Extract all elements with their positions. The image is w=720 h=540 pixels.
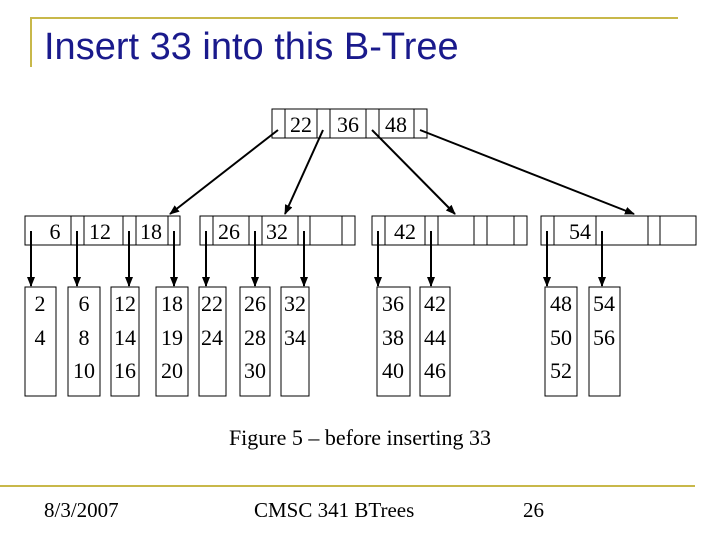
leaf2-value-2: 8 xyxy=(79,325,90,350)
frame-bottom-rule xyxy=(0,485,695,487)
leaf-11: 54 56 xyxy=(588,286,621,397)
leaf9-value-1: 42 xyxy=(424,291,446,316)
leaf8-value-1: 36 xyxy=(382,291,404,316)
internal-node-1: 6 12 18 xyxy=(24,215,181,246)
leaf5-value-1: 22 xyxy=(201,291,223,316)
arrow-root-to-node4 xyxy=(419,129,635,215)
arrow-root-to-node2 xyxy=(284,129,324,215)
leaf10-value-3: 52 xyxy=(550,358,572,383)
leaf11-value-1: 54 xyxy=(593,291,615,316)
leaf9-value-2: 44 xyxy=(424,325,446,350)
slide-title: Insert 33 into this B-Tree xyxy=(44,26,459,68)
node1-key-3: 18 xyxy=(140,219,162,244)
leaf-10: 48 50 52 xyxy=(544,286,578,397)
leaf-8: 36 38 40 xyxy=(376,286,411,397)
leaf3-value-1: 12 xyxy=(114,291,136,316)
node4-key-1: 54 xyxy=(569,219,591,244)
leaf11-value-2: 56 xyxy=(593,325,615,350)
leaf-3: 12 14 16 xyxy=(110,286,140,397)
leaf10-value-2: 50 xyxy=(550,325,572,350)
leaf-6: 26 28 30 xyxy=(239,286,271,397)
leaf6-value-2: 28 xyxy=(244,325,266,350)
node2-key-1: 26 xyxy=(218,219,240,244)
node1-key-1: 6 xyxy=(50,219,61,244)
leaf-9: 42 44 46 xyxy=(419,286,451,397)
root-key-3: 48 xyxy=(385,112,407,137)
leaf8-value-2: 38 xyxy=(382,325,404,350)
leaf7-value-2: 34 xyxy=(284,325,306,350)
node3-key-1: 42 xyxy=(394,219,416,244)
root-key-2: 36 xyxy=(337,112,359,137)
node1-key-2: 12 xyxy=(89,219,111,244)
node2-key-2: 32 xyxy=(266,219,288,244)
root-key-1: 22 xyxy=(290,112,312,137)
footer-course: CMSC 341 BTrees xyxy=(254,498,415,522)
leaf5-value-2: 24 xyxy=(201,325,223,350)
leaf2-value-1: 6 xyxy=(79,291,90,316)
footer-page-number: 26 xyxy=(523,498,544,522)
leaf3-value-3: 16 xyxy=(114,358,136,383)
internal-node-2: 26 32 xyxy=(199,215,356,246)
leaf1-value-2: 4 xyxy=(35,325,46,350)
leaf4-value-3: 20 xyxy=(161,358,183,383)
leaf-7: 32 34 xyxy=(280,286,310,397)
arrow-root-to-node1 xyxy=(169,129,279,215)
leaf2-value-3: 10 xyxy=(73,358,95,383)
leaf6-value-1: 26 xyxy=(244,291,266,316)
leaf-5: 22 24 xyxy=(198,286,227,397)
leaf4-value-2: 19 xyxy=(161,325,183,350)
leaf10-value-1: 48 xyxy=(550,291,572,316)
leaf1-value-1: 2 xyxy=(35,291,46,316)
arrow-root-to-node3 xyxy=(371,129,456,215)
leaf-2: 6 8 10 xyxy=(67,286,101,397)
leaf8-value-3: 40 xyxy=(382,358,404,383)
leaf3-value-2: 14 xyxy=(114,325,136,350)
frame-left-rule xyxy=(30,17,32,67)
internal-node-3: 42 xyxy=(371,215,528,246)
leaf4-value-1: 18 xyxy=(161,291,183,316)
leaf-4: 18 19 20 xyxy=(155,286,189,397)
figure-caption: Figure 5 – before inserting 33 xyxy=(228,425,492,450)
leaf9-value-3: 46 xyxy=(424,358,446,383)
leaf6-value-3: 30 xyxy=(244,358,266,383)
footer-date: 8/3/2007 xyxy=(44,498,119,522)
internal-node-4: 54 xyxy=(540,215,697,246)
root-node: 22 36 48 xyxy=(271,108,428,139)
leaf7-value-1: 32 xyxy=(284,291,306,316)
frame-top-rule xyxy=(30,17,678,19)
leaf-1: 2 4 xyxy=(24,286,57,397)
